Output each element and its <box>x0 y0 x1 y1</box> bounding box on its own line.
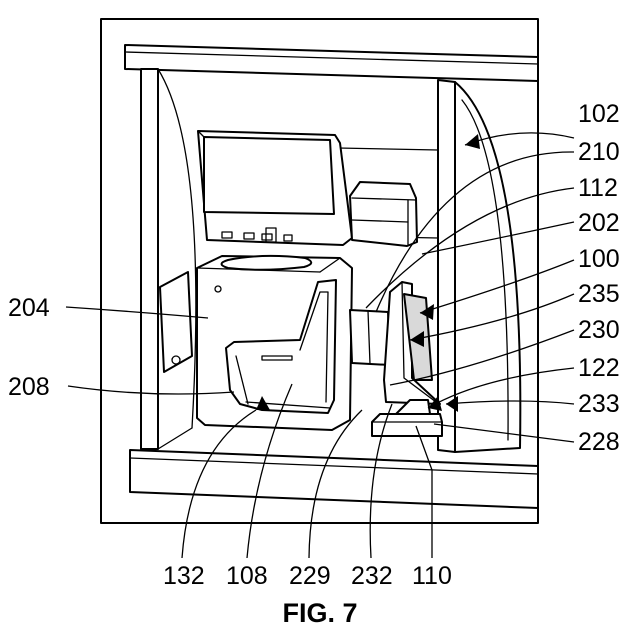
ref-112: 112 <box>578 174 618 202</box>
ref-132: 132 <box>163 562 205 590</box>
side-panel <box>160 272 192 372</box>
ref-110: 110 <box>412 562 452 590</box>
monitor <box>198 131 352 245</box>
ref-100: 100 <box>578 245 620 273</box>
ref-232: 232 <box>351 562 393 590</box>
ref-235: 235 <box>578 280 620 308</box>
left-wall <box>141 69 196 449</box>
ref-210: 210 <box>578 138 620 166</box>
dispenser-cabinet <box>197 256 352 430</box>
top-beam <box>125 45 538 81</box>
ref-228: 228 <box>578 428 620 456</box>
figure-caption: FIG. 7 <box>282 598 357 628</box>
kiosk-column <box>384 282 440 404</box>
ref-208: 208 <box>8 373 50 401</box>
floor-plinth <box>130 450 538 508</box>
ref-230: 230 <box>578 316 620 344</box>
connector <box>350 310 390 365</box>
ref-102: 102 <box>578 100 620 128</box>
ref-122: 122 <box>578 354 620 382</box>
ref-202: 202 <box>578 209 620 237</box>
ref-108: 108 <box>226 562 268 590</box>
ref-233: 233 <box>578 390 620 418</box>
ref-204: 204 <box>8 294 50 322</box>
receipt-printer <box>350 182 417 246</box>
ref-229: 229 <box>289 562 331 590</box>
